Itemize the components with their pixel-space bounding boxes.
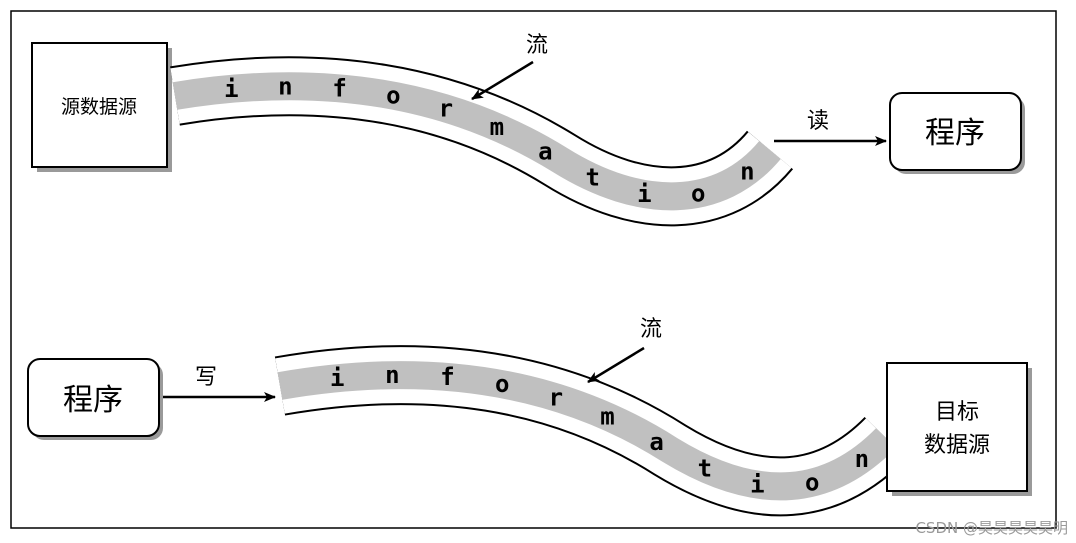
top-program-box: 程序	[890, 93, 1025, 174]
top-stream-letter: m	[490, 113, 504, 141]
target-box-frame	[887, 363, 1027, 491]
top-stream-letter: r	[439, 95, 453, 123]
target-box-line1: 目标	[935, 400, 979, 425]
bottom-stream-letter: o	[495, 370, 509, 398]
top-stream-letter: i	[224, 75, 238, 103]
top-stream-ribbon: i n f o r m a t i o n	[175, 72, 770, 208]
bottom-stream-letter: a	[649, 428, 663, 456]
bottom-stream-letter: i	[330, 364, 344, 392]
bottom-write-flow: 程序 写 i n f o r m a t i o n 流 目标 数据源	[28, 317, 1032, 499]
top-stream-letter: o	[386, 82, 400, 110]
source-box: 源数据源	[32, 43, 172, 172]
bottom-stream-letter: n	[855, 445, 869, 473]
target-box: 目标 数据源	[887, 363, 1032, 496]
top-stream-letter: o	[691, 180, 705, 208]
bottom-program-label: 程序	[63, 383, 123, 418]
bottom-program-box: 程序	[28, 359, 163, 440]
bottom-stream-letter: f	[440, 363, 454, 391]
write-label: 写	[195, 365, 217, 390]
bottom-stream-letter: r	[549, 383, 563, 411]
top-stream-label: 流	[526, 33, 548, 58]
top-stream-letter: t	[585, 164, 599, 192]
bottom-stream-letter: m	[600, 403, 614, 431]
bottom-stream-letter: n	[385, 361, 399, 389]
top-stream-letter: a	[538, 137, 552, 165]
top-stream-letter: n	[740, 158, 754, 186]
bottom-stream-pointer-arrow	[588, 348, 644, 382]
top-stream-letter: i	[637, 180, 651, 208]
top-stream-letter: n	[278, 72, 292, 100]
bottom-stream-ribbon: i n f o r m a t i o n	[280, 361, 886, 499]
bottom-stream-letter: o	[805, 469, 819, 497]
top-read-flow: 源数据源 i n f o r m a t i o n 流 读 程序	[32, 33, 1025, 208]
bottom-stream-letter: i	[750, 471, 764, 499]
top-stream-pointer-arrow	[472, 62, 533, 99]
bottom-stream-letter: t	[698, 455, 712, 483]
bottom-stream-label: 流	[640, 317, 662, 342]
top-program-label: 程序	[925, 116, 985, 151]
top-stream-letter: f	[332, 74, 346, 102]
source-box-label: 源数据源	[61, 96, 137, 118]
target-box-line2: 数据源	[924, 433, 990, 458]
watermark: CSDN @昊昊昊昊昊明	[915, 519, 1068, 537]
read-label: 读	[807, 109, 829, 134]
